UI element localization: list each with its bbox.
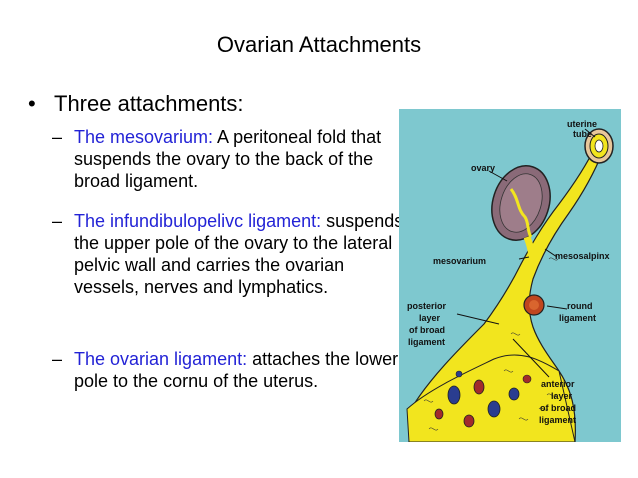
dash-icon: – [52, 127, 63, 147]
ovary-medulla [509, 188, 533, 238]
vessel [522, 374, 532, 384]
slide-title: Ovarian Attachments [216, 32, 422, 57]
sub-item-body: The infundibulopelivc ligament: suspends… [74, 210, 404, 298]
term-mesovarium: The mesovarium: [74, 127, 214, 147]
label-round-1: round [567, 301, 593, 311]
sub-item-body: The mesovarium: A peritoneal fold that s… [74, 126, 404, 192]
vessel [463, 414, 475, 428]
label-ovary: ovary [471, 163, 495, 173]
round-ligament-core [529, 300, 539, 310]
label-mesovarium: mesovarium [433, 256, 486, 266]
term-ovarian-ligament: The ovarian ligament: [74, 349, 248, 369]
sub-item-body: The ovarian ligament: attaches the lower… [74, 348, 404, 392]
vessel [455, 370, 463, 378]
label-posterior-1: posterior [407, 301, 447, 311]
label-mesosalpinx: mesosalpinx [555, 251, 610, 261]
dash-icon: – [52, 349, 63, 369]
pointer-lines [456, 128, 596, 378]
vessel [434, 408, 444, 420]
vessel [447, 385, 461, 405]
vessel [473, 379, 485, 395]
label-anterior-3: of broad [540, 403, 576, 413]
label-posterior-2: layer [419, 313, 441, 323]
main-bullet-text: Three attachments: [54, 91, 244, 116]
ligament-base [406, 354, 576, 442]
text-mesovarium: A peritoneal fold that suspends the ovar… [74, 127, 382, 191]
vessel [487, 400, 501, 418]
ovary-cortex [499, 173, 543, 233]
text-infundibulopelvic: suspends the upper pole of the ovary to … [74, 211, 404, 297]
vessel [508, 387, 520, 401]
bullet-dot-icon: • [28, 91, 36, 116]
tissue-texture [423, 257, 559, 431]
label-round-2: ligament [559, 313, 596, 323]
label-anterior-1: anterior [541, 379, 575, 389]
label-uterine-1: uterine [567, 119, 597, 129]
label-posterior-3: of broad [409, 325, 445, 335]
text-ovarian-ligament: attaches the lower pole to the cornu of … [74, 349, 399, 391]
uterine-tube-lumen [594, 139, 604, 153]
label-anterior-4: ligament [539, 415, 576, 425]
label-anterior-2: layer [551, 391, 573, 401]
term-infundibulopelvic: The infundibulopelivc ligament: [74, 211, 322, 231]
mesovarium-stalk [523, 235, 537, 270]
dash-icon: – [52, 211, 63, 231]
broad-ligament-diagram: uterine tube ovary mesovarium mesosalpin… [399, 109, 621, 442]
label-posterior-4: ligament [408, 337, 445, 347]
label-uterine-2: tube [573, 129, 592, 139]
